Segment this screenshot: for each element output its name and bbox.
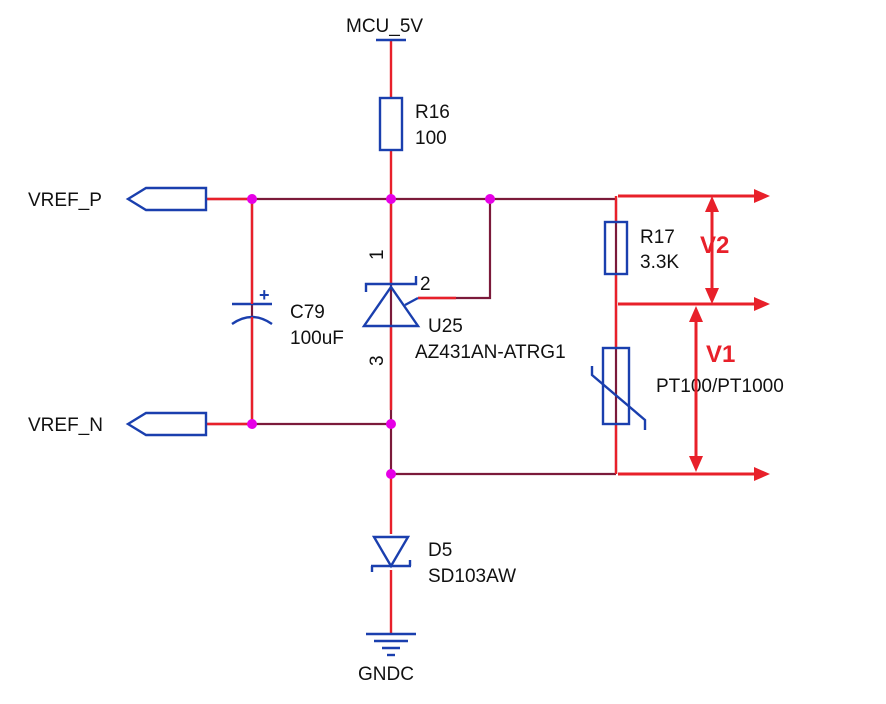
- measurement-annotations: V2 V1: [618, 189, 770, 481]
- mcu-5v-power-symbol: MCU_5V: [346, 16, 423, 42]
- v2-label: V2: [700, 232, 729, 259]
- r17-body: [603, 220, 629, 276]
- arrowhead: [754, 189, 770, 203]
- arrowhead: [689, 306, 703, 322]
- vref-p-label: VREF_P: [28, 190, 102, 211]
- d5-ref: D5: [428, 540, 452, 561]
- u25-pin1-label: 1: [367, 249, 388, 260]
- u25-ref: U25: [428, 316, 463, 337]
- vref-n-port: VREF_N: [28, 411, 208, 437]
- rtd-body: [601, 346, 631, 426]
- junction-dot: [386, 419, 396, 429]
- arrowhead: [754, 297, 770, 311]
- junction-dot: [386, 194, 396, 204]
- junction-dot: [247, 419, 257, 429]
- rtd-sensor: PT100/PT1000: [590, 346, 784, 430]
- u25-shunt-regulator: 1 2 3 U25 AZ431AN-ATRG1: [361, 249, 566, 366]
- vref-p-port: VREF_P: [28, 186, 208, 212]
- arrowhead: [705, 288, 719, 304]
- r17-ref: R17: [640, 227, 675, 248]
- vref-p-port-symbol: [125, 186, 208, 212]
- r16-ref: R16: [415, 102, 450, 123]
- r16-value: 100: [415, 128, 447, 149]
- arrowhead: [754, 467, 770, 481]
- r17-value: 3.3K: [640, 252, 679, 273]
- mcu-5v-label: MCU_5V: [346, 16, 423, 37]
- junction-dot: [485, 194, 495, 204]
- gndc-label: GNDC: [358, 664, 414, 685]
- vref-n-label: VREF_N: [28, 415, 103, 436]
- leads: [206, 40, 618, 633]
- c79-ref: C79: [290, 302, 325, 323]
- u25-part: AZ431AN-ATRG1: [415, 342, 566, 363]
- c79-value: 100uF: [290, 328, 344, 349]
- r17-resistor: R17 3.3K: [603, 220, 679, 276]
- u25-bar: [364, 276, 418, 292]
- d5-triangle: [371, 535, 411, 569]
- u25-pin2-label: 2: [420, 274, 431, 295]
- r16-resistor: R16 100: [378, 96, 450, 152]
- u25-pin3-label: 3: [367, 355, 388, 366]
- rtd-part: PT100/PT1000: [656, 376, 784, 397]
- arrowhead: [689, 456, 703, 472]
- wires: [206, 197, 618, 476]
- ground-symbol: GNDC: [358, 632, 416, 685]
- u25-ref-tick: [404, 296, 419, 307]
- c79-capacitor: + C79 100uF: [231, 284, 344, 349]
- u25-triangle: [361, 284, 421, 328]
- rtd-variable-line: [590, 366, 647, 430]
- d5-part: SD103AW: [428, 566, 516, 587]
- v1-label: V1: [706, 341, 735, 368]
- c79-plus-sign: +: [259, 285, 270, 305]
- junctions: [247, 194, 495, 479]
- junction-dot: [247, 194, 257, 204]
- junction-dot: [386, 469, 396, 479]
- d5-diode: D5 SD103AW: [370, 535, 516, 587]
- arrowhead: [705, 196, 719, 212]
- vref-n-port-symbol: [125, 411, 208, 437]
- r16-body: [378, 96, 404, 152]
